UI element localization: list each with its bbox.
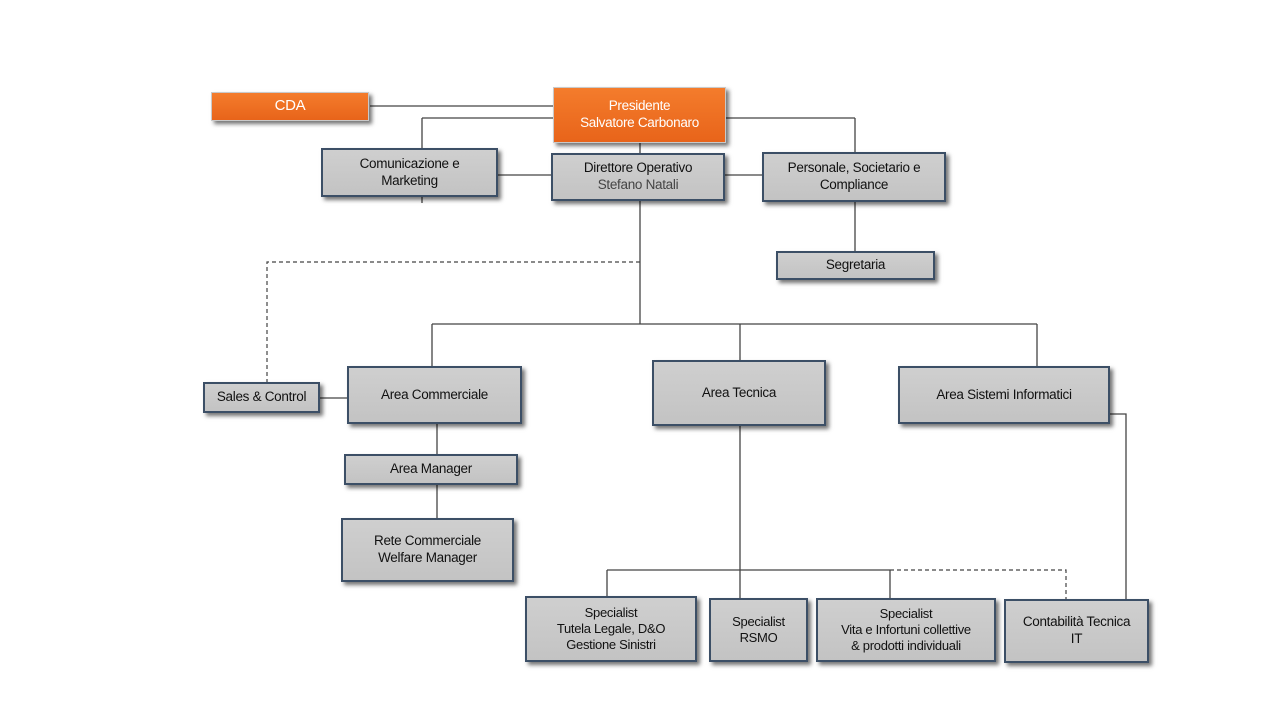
- node-specialist-rsmo: Specialist RSMO: [709, 598, 808, 662]
- node-specialist-rsmo-line1: Specialist: [732, 613, 785, 629]
- node-personale-line2: Compliance: [819, 177, 889, 192]
- node-presidente-name: Salvatore Carbonaro: [580, 115, 699, 130]
- node-area-tecnica-label: Area Tecnica: [701, 384, 777, 400]
- node-specialist-vita: Specialist Vita e Infortuni collettive &…: [816, 598, 996, 662]
- node-area-sistemi-informatici-label: Area Sistemi Informatici: [936, 386, 1072, 402]
- node-direttore-title: Direttore Operativo: [583, 160, 693, 176]
- node-personale: Personale, Societario e Compliance: [762, 152, 946, 202]
- node-presidente-title: Presidente: [608, 98, 671, 114]
- node-specialist-vita-line1: Specialist: [879, 605, 933, 621]
- node-comunicazione-line1: Comunicazione e: [359, 155, 460, 171]
- node-cda: CDA: [211, 92, 369, 121]
- node-rete-line2: Welfare Manager: [378, 550, 477, 565]
- node-direttore-name: Stefano Natali: [597, 177, 679, 192]
- node-segretaria: Segretaria: [776, 251, 935, 280]
- node-contabilita-line1: Contabilità Tecnica: [1022, 614, 1131, 630]
- node-specialist-tutela: Specialist Tutela Legale, D&O Gestione S…: [525, 596, 697, 662]
- node-sales-control-label: Sales & Control: [216, 389, 307, 405]
- node-specialist-tutela-line2: Tutela Legale, D&O: [556, 620, 666, 636]
- node-presidente: Presidente Salvatore Carbonaro: [553, 87, 726, 143]
- node-rete-line1: Rete Commerciale: [374, 533, 481, 549]
- dashed-connector-sales: [266, 261, 640, 383]
- node-rete-commerciale: Rete Commerciale Welfare Manager: [341, 518, 514, 582]
- node-contabilita-tecnica: Contabilità Tecnica IT: [1004, 599, 1149, 663]
- connector-si-contabilita: [1110, 413, 1127, 599]
- node-area-manager-label: Area Manager: [390, 461, 472, 477]
- node-comunicazione-line2: Marketing: [381, 172, 438, 188]
- node-area-tecnica: Area Tecnica: [652, 360, 826, 426]
- node-contabilita-line2: IT: [1070, 631, 1083, 646]
- node-area-commerciale: Area Commerciale: [347, 366, 522, 424]
- dashed-connector-contabilita: [890, 569, 1067, 599]
- node-area-sistemi-informatici: Area Sistemi Informatici: [898, 366, 1110, 424]
- node-specialist-rsmo-line2: RSMO: [739, 630, 778, 645]
- node-specialist-tutela-line1: Specialist: [584, 604, 638, 620]
- node-segretaria-label: Segretaria: [825, 257, 886, 273]
- node-specialist-tutela-line3: Gestione Sinistri: [566, 637, 656, 653]
- node-specialist-vita-line2: Vita e Infortuni collettive: [841, 621, 971, 637]
- node-sales-control: Sales & Control: [203, 382, 320, 413]
- node-specialist-vita-line3: & prodotti individuali: [851, 638, 961, 654]
- node-area-manager: Area Manager: [344, 454, 518, 485]
- node-comunicazione: Comunicazione e Marketing: [321, 148, 498, 197]
- node-cda-label: CDA: [274, 97, 306, 115]
- node-direttore: Direttore Operativo Stefano Natali: [551, 153, 725, 201]
- node-area-commerciale-label: Area Commerciale: [381, 386, 488, 402]
- node-personale-line1: Personale, Societario e: [787, 160, 921, 176]
